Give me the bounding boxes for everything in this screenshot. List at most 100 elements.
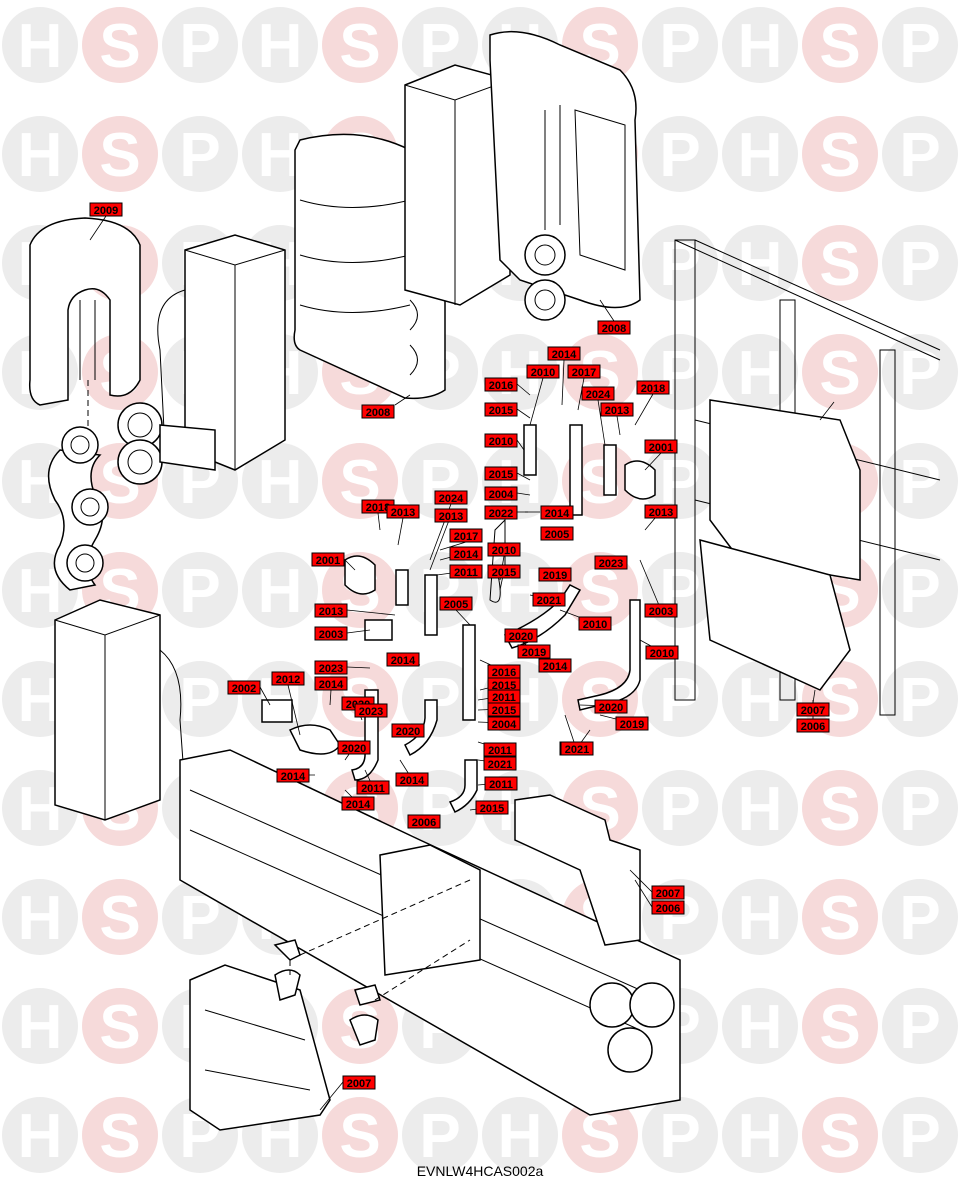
callout-box[interactable] bbox=[487, 702, 521, 717]
callout-box[interactable] bbox=[504, 628, 538, 643]
callout-box[interactable] bbox=[540, 526, 574, 541]
callout-label[interactable]: 2024 bbox=[439, 493, 464, 505]
callout-box[interactable] bbox=[532, 592, 566, 607]
callout-label[interactable]: 2013 bbox=[649, 507, 673, 519]
callout-label[interactable]: 2009 bbox=[94, 205, 118, 217]
callout-label[interactable]: 2003 bbox=[649, 606, 673, 618]
callout-box[interactable] bbox=[581, 386, 615, 401]
callout-label[interactable]: 2013 bbox=[391, 507, 415, 519]
callout-label[interactable]: 2008 bbox=[366, 407, 390, 419]
callout-box[interactable] bbox=[314, 660, 348, 675]
callout-box[interactable] bbox=[314, 676, 348, 691]
callout-label[interactable]: 2015 bbox=[492, 680, 516, 692]
callout-label[interactable]: 2018 bbox=[366, 502, 390, 514]
callout-label[interactable]: 2007 bbox=[801, 705, 825, 717]
callout-label[interactable]: 2014 bbox=[543, 661, 568, 673]
callout-box[interactable] bbox=[337, 740, 371, 755]
callout-box[interactable] bbox=[560, 741, 594, 756]
callout-label[interactable]: 2005 bbox=[545, 529, 569, 541]
callout-box[interactable] bbox=[356, 780, 390, 795]
callout-label[interactable]: 2015 bbox=[489, 405, 513, 417]
callout-label[interactable]: 2015 bbox=[480, 803, 504, 815]
callout-label[interactable]: 2023 bbox=[319, 663, 343, 675]
callout-label[interactable]: 2011 bbox=[488, 745, 512, 757]
callout-box[interactable] bbox=[594, 555, 628, 570]
callout-box[interactable] bbox=[395, 772, 429, 787]
callout-box[interactable] bbox=[597, 320, 631, 335]
callout-label[interactable]: 2020 bbox=[599, 702, 623, 714]
callout-label[interactable]: 2007 bbox=[656, 888, 680, 900]
callout-box[interactable] bbox=[517, 644, 551, 659]
callout-box[interactable] bbox=[484, 402, 518, 417]
callout-label[interactable]: 2023 bbox=[599, 558, 623, 570]
callout-box[interactable] bbox=[484, 466, 518, 481]
callout-label[interactable]: 2004 bbox=[489, 489, 514, 501]
callout-box[interactable] bbox=[538, 567, 572, 582]
callout-box[interactable] bbox=[487, 542, 521, 557]
callout-box[interactable] bbox=[484, 433, 518, 448]
callout-label[interactable]: 2021 bbox=[488, 759, 512, 771]
callout-box[interactable] bbox=[354, 703, 388, 718]
callout-box[interactable] bbox=[227, 680, 261, 695]
callout-label[interactable]: 2014 bbox=[319, 679, 344, 691]
callout-box[interactable] bbox=[434, 508, 468, 523]
callout-label[interactable]: 2014 bbox=[281, 771, 306, 783]
callout-label[interactable]: 2017 bbox=[572, 367, 596, 379]
callout-box[interactable] bbox=[484, 377, 518, 392]
callout-box[interactable] bbox=[276, 768, 310, 783]
callout-box[interactable] bbox=[796, 702, 830, 717]
callout-box[interactable] bbox=[594, 699, 628, 714]
callout-box[interactable] bbox=[636, 380, 670, 395]
callout-box[interactable] bbox=[483, 756, 517, 771]
callout-label[interactable]: 2012 bbox=[276, 674, 300, 686]
callout-box[interactable] bbox=[407, 814, 441, 829]
callout-box[interactable] bbox=[434, 490, 468, 505]
callout-label[interactable]: 2019 bbox=[522, 647, 546, 659]
callout-box[interactable] bbox=[644, 439, 678, 454]
callout-label[interactable]: 2020 bbox=[342, 743, 366, 755]
callout-label[interactable]: 2015 bbox=[492, 567, 516, 579]
callout-label[interactable]: 2023 bbox=[359, 706, 383, 718]
callout-box[interactable] bbox=[578, 616, 612, 631]
callout-box[interactable] bbox=[484, 505, 518, 520]
callout-label[interactable]: 2017 bbox=[454, 531, 478, 543]
callout-label[interactable]: 2006 bbox=[656, 903, 680, 915]
callout-box[interactable] bbox=[651, 900, 685, 915]
callout-box[interactable] bbox=[449, 564, 483, 579]
callout-box[interactable] bbox=[487, 564, 521, 579]
callout-label[interactable]: 2011 bbox=[489, 779, 513, 791]
callout-box[interactable] bbox=[547, 346, 581, 361]
callout-label[interactable]: 2006 bbox=[801, 721, 825, 733]
callout-label[interactable]: 2011 bbox=[454, 567, 478, 579]
callout-box[interactable] bbox=[439, 596, 473, 611]
callout-label[interactable]: 2021 bbox=[537, 595, 561, 607]
callout-box[interactable] bbox=[449, 546, 483, 561]
callout-box[interactable] bbox=[538, 658, 572, 673]
callout-box[interactable] bbox=[645, 645, 679, 660]
callout-box[interactable] bbox=[567, 364, 601, 379]
callout-label[interactable]: 2001 bbox=[649, 442, 673, 454]
callout-label[interactable]: 2010 bbox=[650, 648, 674, 660]
callout-box[interactable] bbox=[526, 364, 560, 379]
callout-label[interactable]: 2006 bbox=[412, 817, 436, 829]
callout-label[interactable]: 2013 bbox=[605, 405, 629, 417]
callout-label[interactable]: 2010 bbox=[531, 367, 555, 379]
callout-label[interactable]: 2019 bbox=[620, 719, 644, 731]
callout-label[interactable]: 2014 bbox=[400, 775, 425, 787]
callout-label[interactable]: 2022 bbox=[489, 508, 513, 520]
callout-box[interactable] bbox=[314, 603, 348, 618]
callout-label[interactable]: 2013 bbox=[439, 511, 463, 523]
callout-box[interactable] bbox=[651, 885, 685, 900]
callout-box[interactable] bbox=[449, 528, 483, 543]
callout-label[interactable]: 2014 bbox=[545, 508, 570, 520]
callout-label[interactable]: 2021 bbox=[565, 744, 589, 756]
callout-box[interactable] bbox=[391, 723, 425, 738]
callout-label[interactable]: 2020 bbox=[396, 726, 420, 738]
callout-box[interactable] bbox=[361, 404, 395, 419]
callout-label[interactable]: 2015 bbox=[492, 705, 516, 717]
callout-box[interactable] bbox=[342, 1075, 376, 1090]
callout-label[interactable]: 2014 bbox=[391, 655, 416, 667]
callout-box[interactable] bbox=[341, 796, 375, 811]
callout-box[interactable] bbox=[475, 800, 509, 815]
callout-label[interactable]: 2010 bbox=[489, 436, 513, 448]
